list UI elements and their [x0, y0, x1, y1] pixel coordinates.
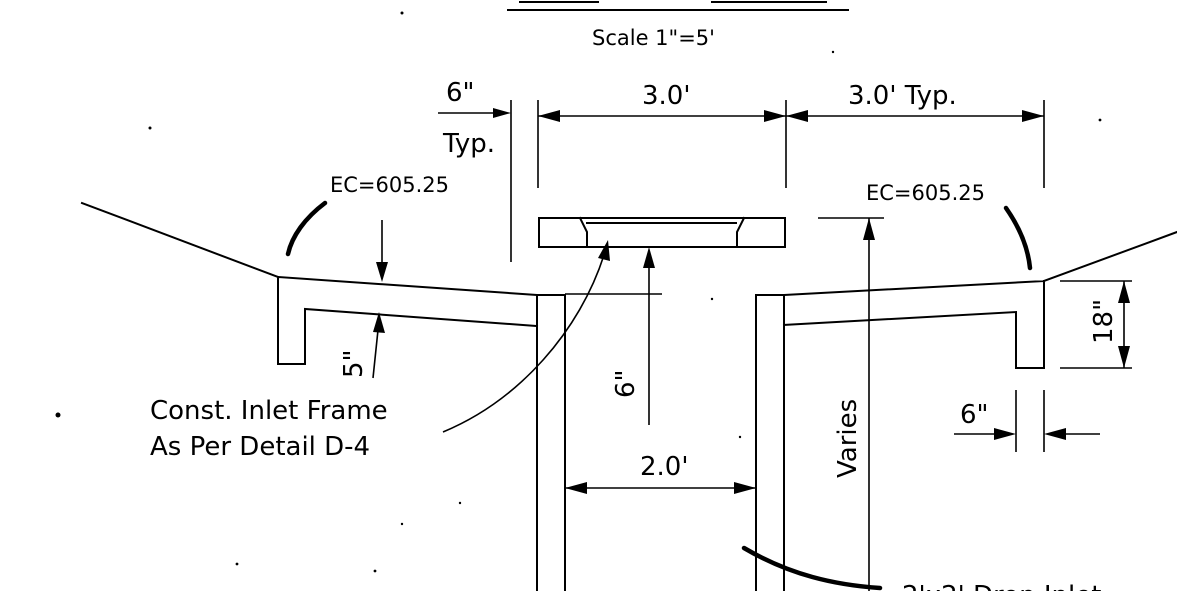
scale-bar — [507, 1, 849, 11]
dim-6in-right-label: 6" — [960, 400, 989, 430]
drop-inlet-leader — [741, 545, 883, 591]
dim-3ft-label: 3.0' — [642, 81, 691, 111]
const-frame-label-line2: As Per Detail D-4 — [150, 432, 370, 462]
ground-slope-left — [80, 201, 280, 279]
ec-left-leader — [285, 200, 328, 257]
typ-label: Typ. — [442, 129, 495, 159]
dimension-6in-typ — [438, 100, 512, 262]
dimension-5in — [372, 220, 388, 379]
ec-right-leader — [1003, 205, 1033, 271]
dim-2ft-label: 2.0' — [640, 452, 689, 482]
scale-label: Scale 1"=5' — [592, 26, 715, 50]
dimension-3ft-typ — [786, 100, 1045, 188]
dimension-varies — [818, 217, 884, 591]
dim-6in-top-label: 6" — [446, 78, 475, 108]
dim-3ft-typ-label: 3.0' Typ. — [848, 81, 957, 111]
dim-6in-vertical-label: 6" — [611, 369, 641, 398]
right-gutter-section — [782, 279, 1046, 369]
dimension-3ft — [537, 100, 787, 188]
ec-right-label: EC=605.25 — [866, 181, 985, 205]
const-frame-leader — [442, 240, 610, 433]
dimension-6in-vertical — [643, 247, 655, 425]
dimension-18in — [1060, 280, 1132, 369]
drop-inlet-label: 2'x2' Drop Inlet — [902, 581, 1101, 591]
ec-left-label: EC=605.25 — [330, 173, 449, 197]
ground-slope-right — [1042, 230, 1177, 283]
dimension-6in-right — [954, 390, 1100, 452]
inlet-frame-grate — [538, 216, 786, 248]
dim-18in-label: 18" — [1089, 299, 1119, 344]
inlet-left-wall — [536, 294, 566, 591]
dimension-2ft — [565, 482, 756, 494]
const-frame-label-line1: Const. Inlet Frame — [150, 396, 388, 426]
drawing-specks — [55, 11, 1102, 573]
left-gutter-section — [276, 275, 539, 365]
varies-label: Varies — [833, 399, 863, 478]
inlet-right-wall — [755, 294, 785, 591]
dim-5in-label: 5" — [339, 349, 369, 378]
